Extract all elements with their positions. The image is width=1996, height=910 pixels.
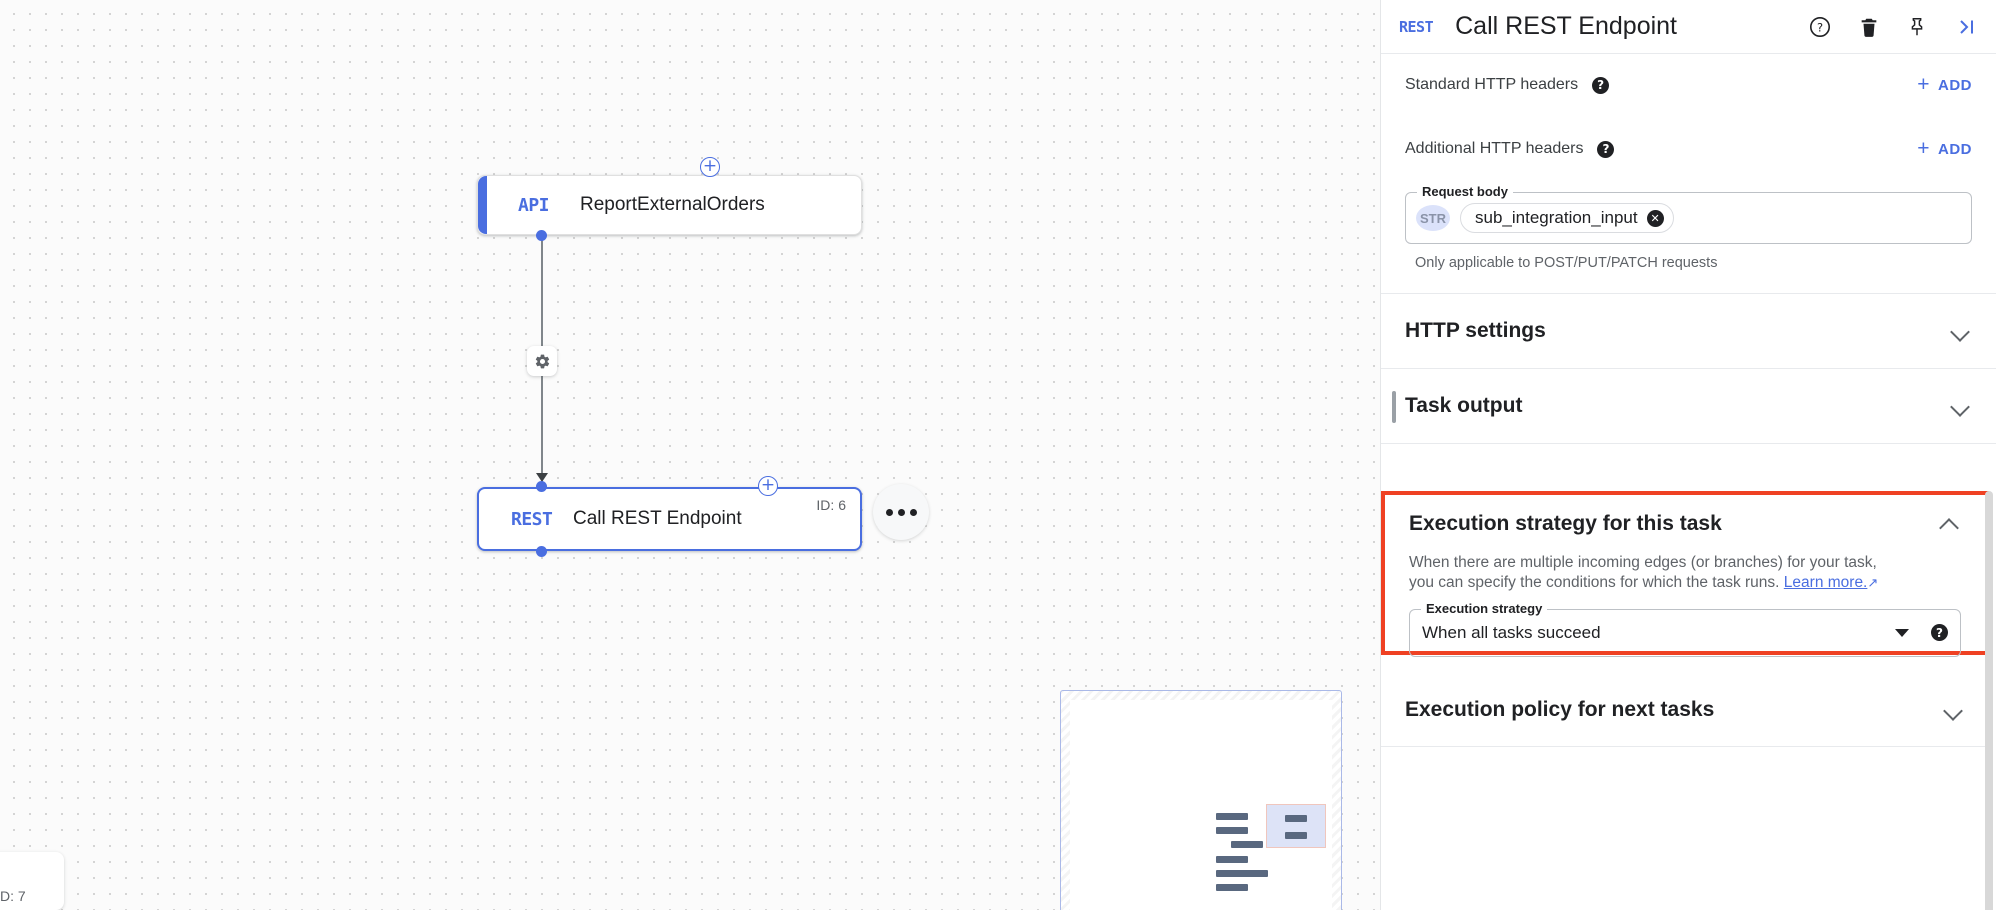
clear-icon[interactable]: ✕ <box>1646 209 1664 227</box>
chevron-down-icon[interactable] <box>1950 395 1972 417</box>
external-link-icon[interactable]: ↗ <box>1867 574 1879 590</box>
svg-text:?: ? <box>1817 20 1823 34</box>
node-output-port[interactable] <box>536 546 547 557</box>
node-call-rest-endpoint[interactable]: REST Call REST Endpoint ID: 6 <box>477 487 862 551</box>
task-config-panel: REST Call REST Endpoint ? Stand <box>1380 0 1996 910</box>
variable-name: sub_integration_input <box>1475 208 1638 227</box>
panel-header: REST Call REST Endpoint ? <box>1381 0 1996 54</box>
divider <box>1381 746 1989 747</box>
add-label: ADD <box>1938 140 1972 158</box>
chevron-down-icon[interactable] <box>1950 320 1972 342</box>
minimap-node <box>1216 884 1248 891</box>
add-additional-header-button[interactable]: + ADD <box>1917 137 1972 160</box>
node-title: Call REST Endpoint <box>573 508 742 529</box>
variable-type-chip: STR <box>1416 205 1450 231</box>
minimap-node <box>1285 815 1307 822</box>
node-input-port[interactable] <box>536 481 547 492</box>
execution-strategy-section: Execution strategy for this task When th… <box>1385 495 1985 657</box>
standard-http-headers-label: Standard HTTP headers <box>1405 76 1579 93</box>
node-title: ReportExternalOrders <box>580 194 765 215</box>
plus-icon: + <box>1917 137 1930 160</box>
chevron-up-icon[interactable] <box>1939 513 1961 535</box>
section-http-settings[interactable]: HTTP settings <box>1381 294 1996 368</box>
section-title: HTTP settings <box>1405 319 1546 342</box>
node-type-badge: API <box>518 194 550 216</box>
request-body-helper-text: Only applicable to POST/PUT/PATCH reques… <box>1415 255 1718 271</box>
node-id-label: ID: 6 <box>816 497 846 513</box>
chevron-down-icon[interactable] <box>1895 628 1909 637</box>
partial-node-bottom-left[interactable]: D: 7 <box>0 848 70 910</box>
pin-icon[interactable] <box>1906 15 1928 39</box>
section-task-output[interactable]: Task output <box>1381 369 1996 443</box>
edge-arrowhead <box>536 473 548 482</box>
request-body-variable-chip[interactable]: sub_integration_input ✕ <box>1460 203 1674 233</box>
standard-http-headers-row: Standard HTTP headers ? + ADD <box>1381 54 1996 116</box>
additional-http-headers-label: Additional HTTP headers <box>1405 140 1584 157</box>
panel-task-type-badge: REST <box>1399 17 1434 36</box>
minimap-node <box>1246 870 1268 877</box>
minimap-node <box>1285 832 1307 839</box>
help-icon[interactable]: ? <box>1808 15 1832 39</box>
panel-scrollbar[interactable] <box>1985 491 1993 910</box>
section-title: Execution strategy for this task <box>1409 512 1722 535</box>
panel-title: Call REST Endpoint <box>1455 12 1677 40</box>
request-body-legend: Request body <box>1417 184 1513 199</box>
description-line-1: When there are multiple incoming edges (… <box>1409 554 1877 571</box>
minimap-node <box>1216 827 1248 834</box>
execution-strategy-select[interactable]: Execution strategy When all tasks succee… <box>1409 600 1961 657</box>
workflow-canvas[interactable]: API ReportExternalOrders + REST Call RES… <box>0 0 1380 910</box>
request-body-field[interactable]: Request body STR sub_integration_input ✕ <box>1405 184 1972 244</box>
chevron-down-icon[interactable] <box>1943 699 1965 721</box>
minimap-node <box>1231 841 1263 848</box>
minimap-node <box>1216 813 1248 820</box>
add-node-after-rest-button[interactable]: + <box>758 476 778 496</box>
learn-more-link[interactable]: Learn more. <box>1783 573 1868 591</box>
section-title: Execution policy for next tasks <box>1405 698 1715 721</box>
section-title: Task output <box>1405 394 1523 417</box>
section-execution-strategy[interactable]: Execution strategy for this task <box>1385 495 1985 553</box>
add-node-after-api-button[interactable]: + <box>700 157 720 177</box>
minimap-viewport <box>1070 700 1332 910</box>
dot <box>897 508 905 516</box>
additional-http-headers-row: Additional HTTP headers ? + ADD <box>1381 116 1996 182</box>
node-output-port[interactable] <box>536 230 547 241</box>
execution-strategy-legend: Execution strategy <box>1421 600 1548 616</box>
edge-settings-button[interactable] <box>527 346 557 376</box>
canvas-minimap[interactable] <box>1060 690 1342 910</box>
divider <box>1381 368 1996 369</box>
help-icon[interactable]: ? <box>1597 140 1615 158</box>
dot <box>909 508 917 516</box>
plus-icon: + <box>1917 73 1930 96</box>
description-line-2: you can specify the conditions for which… <box>1409 573 1780 591</box>
collapse-panel-icon[interactable] <box>1954 15 1980 39</box>
section-execution-policy[interactable]: Execution policy for next tasks <box>1381 674 1989 746</box>
node-report-external-orders[interactable]: API ReportExternalOrders <box>477 175 862 235</box>
execution-strategy-value: When all tasks succeed <box>1422 622 1601 642</box>
node-type-badge: REST <box>511 508 553 530</box>
help-icon[interactable]: ? <box>1931 624 1948 642</box>
panel-header-actions: ? <box>1808 15 1980 39</box>
delete-icon[interactable] <box>1858 15 1880 39</box>
panel-body: Standard HTTP headers ? + ADD Additional… <box>1381 54 1996 910</box>
add-label: ADD <box>1938 76 1972 94</box>
minimap-node <box>1216 856 1248 863</box>
help-icon[interactable]: ? <box>1592 76 1610 94</box>
panel-scroll-indicator <box>1392 391 1396 423</box>
minimap-node <box>1216 870 1248 877</box>
partial-node-id-label: D: 7 <box>0 888 26 904</box>
divider <box>1381 443 1996 444</box>
node-more-options-button[interactable] <box>873 484 929 540</box>
divider <box>1381 293 1996 294</box>
add-standard-header-button[interactable]: + ADD <box>1917 73 1972 96</box>
execution-strategy-description: When there are multiple incoming edges (… <box>1409 553 1961 593</box>
gear-icon <box>535 354 549 368</box>
partial-node-card <box>0 852 64 910</box>
minimap-selection-region <box>1266 804 1326 848</box>
dot <box>885 508 893 516</box>
execution-strategy-section-highlight: Execution strategy for this task When th… <box>1381 491 1989 657</box>
